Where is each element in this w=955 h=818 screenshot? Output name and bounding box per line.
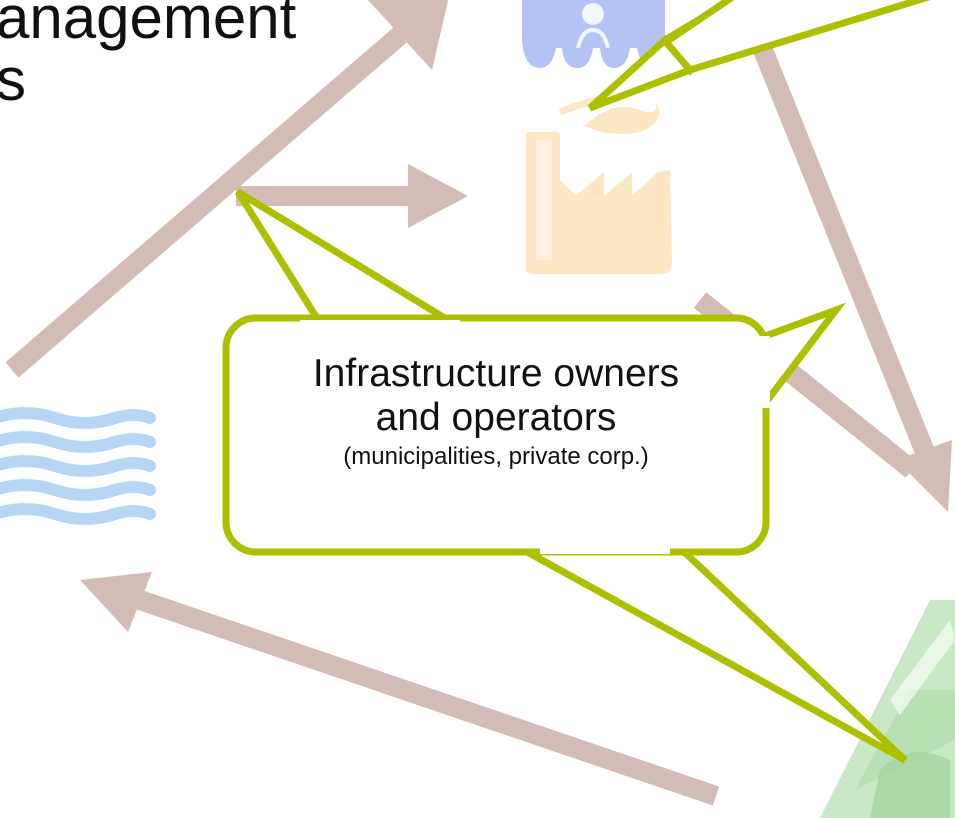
title-line-1: anagement bbox=[0, 0, 297, 51]
callout-bubble bbox=[222, 0, 931, 764]
arrow-to-factory bbox=[236, 164, 468, 228]
arrow-to-water bbox=[80, 572, 720, 806]
people-icon bbox=[522, 0, 665, 69]
water-waves-icon bbox=[0, 407, 156, 525]
callout-note: (municipalities, private corp.) bbox=[343, 443, 649, 470]
arrow-down-right bbox=[753, 46, 952, 512]
factory-icon bbox=[526, 92, 672, 274]
callout-title-line-1: Infrastructure owners bbox=[312, 352, 680, 395]
arrow-diagonal-to-people bbox=[5, 0, 449, 378]
recycle-icon bbox=[820, 600, 955, 818]
callout-title-line-2: and operators bbox=[375, 396, 617, 439]
title-line-2: s bbox=[0, 46, 26, 113]
callout-text: Infrastructure owners and operators (mun… bbox=[228, 352, 764, 474]
